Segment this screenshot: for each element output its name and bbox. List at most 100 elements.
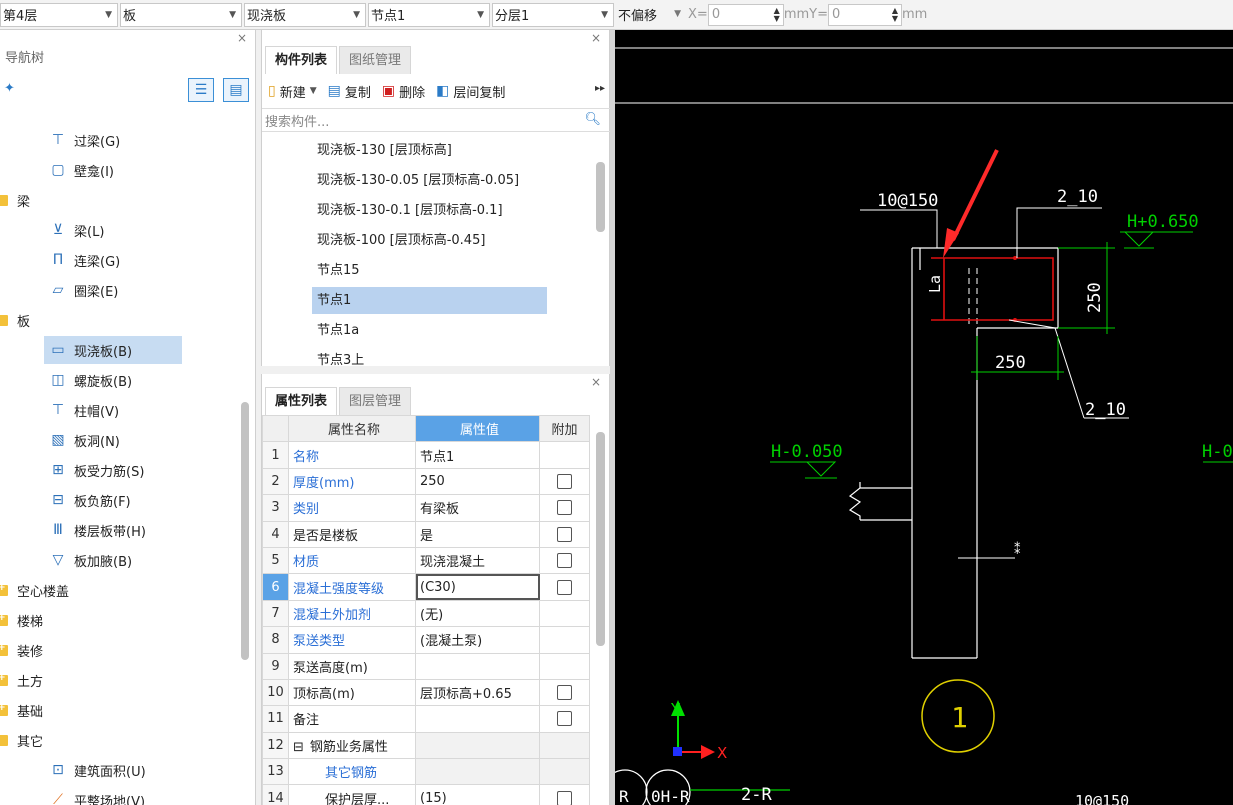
- detail-view-icon[interactable]: ▤: [223, 78, 249, 102]
- nav-tree-item[interactable]: ◫螺旋板(B): [44, 366, 182, 394]
- extra-checkbox[interactable]: [557, 711, 572, 727]
- floor-select[interactable]: 第4层 ▼: [0, 2, 118, 27]
- property-value-cell[interactable]: 是: [415, 520, 540, 548]
- property-value-cell[interactable]: (混凝土泵): [415, 626, 540, 654]
- more-icon[interactable]: ▸▸: [594, 83, 605, 94]
- tab-component-list[interactable]: 构件列表: [265, 46, 338, 74]
- property-scrollbar[interactable]: [596, 432, 605, 646]
- search-icon[interactable]: 🔍︎: [584, 112, 601, 127]
- nav-scrollbar[interactable]: [241, 402, 249, 660]
- new-button[interactable]: ▯ 新建 ▼: [268, 82, 317, 101]
- extra-checkbox[interactable]: [557, 579, 572, 595]
- component-list-item[interactable]: 现浇板-130-0.05 [层顶标高-0.05]: [317, 173, 520, 188]
- property-row[interactable]: 12⊟钢筋业务属性: [262, 731, 590, 760]
- delete-button[interactable]: ▣ 删除: [382, 82, 425, 101]
- nav-tree-item[interactable]: 土方: [0, 666, 43, 694]
- type-select[interactable]: 现浇板 ▼: [244, 2, 366, 27]
- x-offset-input[interactable]: 0 ▲▼: [707, 3, 784, 26]
- nav-tree-item[interactable]: 空心楼盖: [0, 576, 69, 604]
- property-value-cell[interactable]: (C30): [415, 573, 540, 601]
- category-select[interactable]: 板 ▼: [120, 2, 242, 27]
- tab-layer-manager[interactable]: 图层管理: [339, 387, 412, 415]
- nav-tree-item[interactable]: ⊞板受力筋(S): [44, 456, 182, 484]
- nav-tree-item[interactable]: ⊟板负筋(F): [44, 486, 182, 514]
- nav-tree-item[interactable]: 楼梯: [0, 606, 43, 634]
- close-icon[interactable]: ×: [590, 375, 601, 389]
- property-value-cell[interactable]: [415, 705, 540, 733]
- component-list-item[interactable]: 节点3上: [317, 353, 365, 368]
- nav-tree-item[interactable]: ⊡建筑面积(U): [44, 756, 182, 784]
- nav-tree-item[interactable]: ▱圈梁(E): [44, 276, 182, 304]
- close-icon[interactable]: ×: [236, 31, 247, 45]
- component-list-item[interactable]: 节点1: [312, 287, 547, 314]
- nav-tree-item[interactable]: 梁: [0, 186, 30, 214]
- nav-tree-item[interactable]: ⟋平整场地(V): [44, 786, 182, 805]
- spinner-icon[interactable]: ▲▼: [773, 5, 780, 23]
- floor-copy-button[interactable]: ◧ 层间复制: [436, 82, 505, 101]
- component-list-item[interactable]: 现浇板-130-0.1 [层顶标高-0.1]: [317, 203, 503, 218]
- component-list-item[interactable]: 节点15: [317, 263, 360, 278]
- property-value-cell[interactable]: 节点1: [415, 441, 540, 469]
- nav-tree-item[interactable]: ⊤柱帽(V): [44, 396, 182, 424]
- expand-all-icon[interactable]: ✦: [4, 81, 15, 96]
- nav-tree-item[interactable]: ▧板洞(N): [44, 426, 182, 454]
- nav-tree-item[interactable]: ▢壁龛(I): [44, 156, 182, 184]
- nav-tree-item[interactable]: 其它: [0, 726, 43, 754]
- component-list-item[interactable]: 现浇板-100 [层顶标高-0.45]: [317, 233, 486, 248]
- property-value-cell[interactable]: (15): [415, 784, 540, 805]
- component-list-item[interactable]: 现浇板-130 [层顶标高]: [317, 143, 452, 158]
- property-value-cell[interactable]: 250: [415, 467, 540, 496]
- nav-tree-item[interactable]: ▭现浇板(B): [44, 336, 182, 364]
- extra-checkbox[interactable]: [557, 473, 572, 489]
- property-value-cell[interactable]: 层顶标高+0.65: [415, 678, 540, 707]
- spinner-icon[interactable]: ▲▼: [891, 5, 898, 23]
- extra-checkbox[interactable]: [557, 790, 572, 805]
- nav-tree-item[interactable]: ▽板加腋(B): [44, 546, 182, 574]
- tab-property-list[interactable]: 属性列表: [265, 387, 338, 415]
- sublayer-select[interactable]: 分层1 ▼: [492, 2, 614, 27]
- nav-tree-item[interactable]: ⊻梁(L): [44, 216, 182, 244]
- nav-tree-item[interactable]: ⊤过梁(G): [44, 126, 182, 154]
- cad-viewport[interactable]: 10@150 2_10 H+0.650 La 250 250 2_10 H-0.…: [602, 30, 1233, 805]
- extra-checkbox[interactable]: [557, 500, 572, 516]
- property-value-cell[interactable]: (无): [415, 599, 540, 628]
- property-value-cell[interactable]: [415, 758, 540, 786]
- panel-splitter[interactable]: [610, 30, 615, 805]
- extra-checkbox[interactable]: [557, 685, 572, 701]
- component-scrollbar[interactable]: [596, 162, 605, 232]
- extra-checkbox[interactable]: [557, 526, 572, 542]
- property-value-cell[interactable]: 有梁板: [415, 494, 540, 522]
- nav-tree-item[interactable]: 装修: [0, 636, 43, 664]
- tab-drawing-manager[interactable]: 图纸管理: [339, 46, 412, 74]
- collapse-icon[interactable]: ⊟: [293, 739, 304, 755]
- nav-tree-item[interactable]: 板: [0, 306, 30, 334]
- property-value-cell[interactable]: [415, 652, 540, 680]
- component-list-item[interactable]: 节点1a: [317, 323, 360, 338]
- property-value-cell[interactable]: [415, 731, 540, 760]
- offset-select[interactable]: 不偏移 ▼: [616, 3, 686, 27]
- y-offset-input[interactable]: 0 ▲▼: [827, 3, 902, 26]
- list-view-icon[interactable]: ☰: [188, 78, 214, 102]
- component-search-input[interactable]: 搜索构件... 🔍︎: [262, 108, 611, 132]
- copy-button[interactable]: ▤ 复制: [328, 82, 371, 101]
- close-icon[interactable]: ×: [590, 31, 601, 45]
- extra-checkbox[interactable]: [557, 553, 572, 569]
- component-select[interactable]: 节点1 ▼: [368, 2, 490, 27]
- property-value-cell[interactable]: 现浇混凝土: [415, 546, 540, 575]
- nav-tree-item[interactable]: 基础: [0, 696, 43, 724]
